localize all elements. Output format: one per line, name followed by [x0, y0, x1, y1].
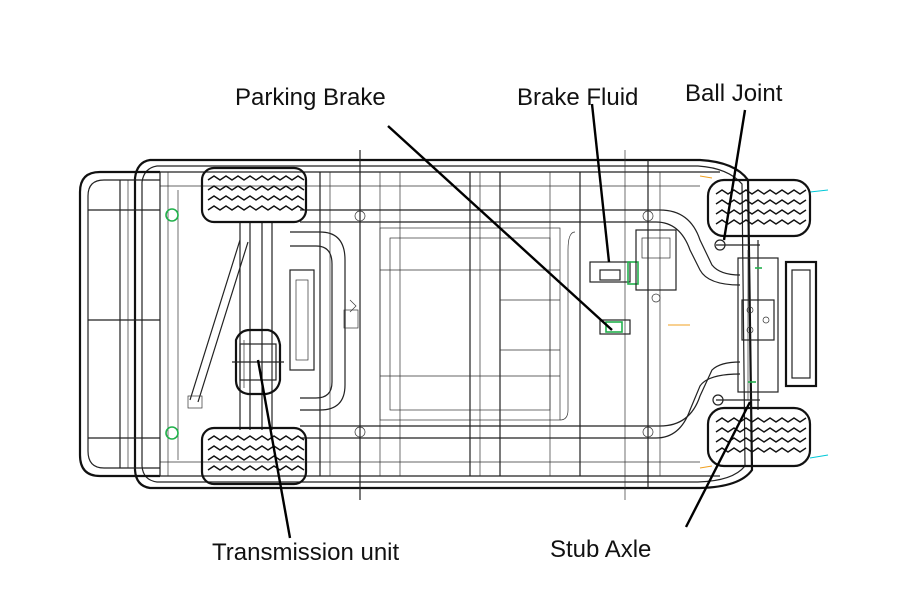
parking-brake-leader [387, 125, 613, 331]
rear-wheel-top [200, 166, 308, 224]
front-wheel-bottom [706, 406, 812, 468]
ball-joint-leader [722, 109, 747, 241]
transmission-unit-leader [256, 359, 292, 539]
front-suspension [668, 175, 829, 469]
stub-axle-leader [684, 401, 752, 528]
label-ball-joint: Ball Joint [685, 80, 783, 107]
label-transmission-unit: Transmission unit [212, 539, 400, 566]
label-brake-fluid: Brake Fluid [517, 84, 638, 111]
rear-wheel-bottom [200, 426, 308, 486]
front-wheel-top [706, 178, 812, 238]
brake-fluid-leader [590, 103, 611, 263]
frame-rails [290, 209, 741, 439]
brake-components [343, 229, 677, 335]
rear-bumper [78, 170, 179, 478]
label-stub-axle: Stub Axle [550, 536, 651, 563]
label-parking-brake: Parking Brake [235, 84, 386, 111]
rear-axle-assembly [187, 222, 315, 430]
